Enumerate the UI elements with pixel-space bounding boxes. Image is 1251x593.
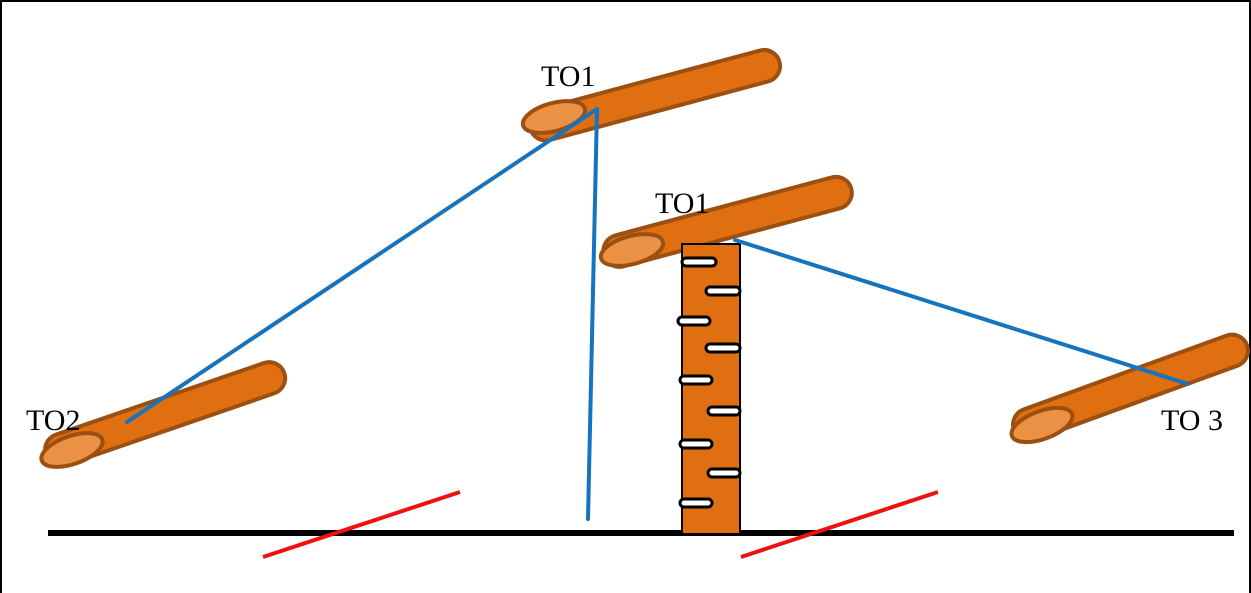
pole-rung — [678, 497, 714, 509]
log-center — [598, 174, 854, 269]
label-center-log: TO1 — [655, 187, 709, 220]
label-right-log: TO 3 — [1161, 404, 1223, 437]
cable-top-to-ground — [586, 107, 599, 521]
cable-center-to-right — [733, 238, 1190, 386]
log-right — [1009, 332, 1251, 445]
anchor-line-right — [740, 490, 939, 559]
pole-rung — [704, 285, 742, 297]
anchor-line-left — [262, 490, 461, 559]
log-left — [39, 360, 288, 469]
pole-rung — [680, 256, 718, 268]
cable-top-to-left — [125, 107, 599, 424]
pole-rung — [706, 405, 742, 417]
pole-rung — [704, 342, 742, 354]
label-left-log: TO2 — [26, 404, 80, 437]
label-top-log: TO1 — [541, 60, 595, 93]
climbing-pole — [676, 243, 742, 535]
pole-rung — [678, 438, 714, 450]
pole-rung — [706, 467, 742, 479]
pole-rung — [678, 374, 714, 386]
pole-rung — [676, 315, 712, 327]
